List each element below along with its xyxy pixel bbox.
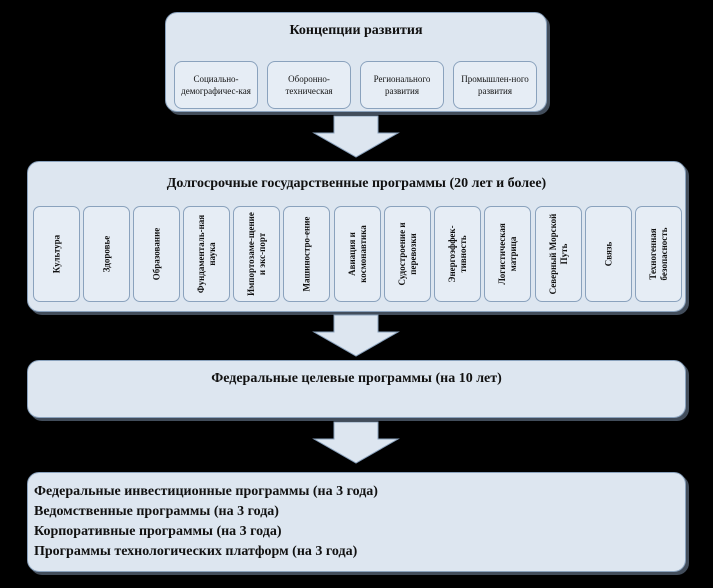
program-health: Здоровье [83,206,130,302]
concepts-title: Концепции развития [289,23,423,38]
federal-target-title: Федеральные целевые программы (на 10 лет… [211,371,502,386]
concept-defense: Оборонно-техническая [267,61,351,109]
longterm-title: Долгосрочные государственные программы (… [166,176,547,191]
program-culture: Культура [33,206,80,302]
list-item-federal-investment: Федеральные инвестиционные программы (на… [34,484,378,499]
list-item-tech-platforms: Программы технологических платформ (на 3… [34,544,358,559]
concepts-panel: Концепции развития Социально-демографиче… [165,12,547,112]
federal-target-panel: Федеральные целевые программы (на 10 лет… [27,360,686,418]
program-technogenic-safety: Техногенная безопасность [635,206,682,302]
program-fundamental-science: Фундаменталь-ная наука [183,206,230,302]
short-term-panel [27,472,686,572]
program-shipbuilding: Судостроение и перевозки [384,206,431,302]
concept-social: Социально-демографичес-кая [174,61,258,109]
list-item-departmental: Ведомственные программы (на 3 года) [34,504,279,519]
program-energy-efficiency: Энергоэффек-тивность [434,206,481,302]
list-item-corporate: Корпоративные программы (на 3 года) [34,524,282,539]
program-communications: Связь [585,206,632,302]
down-arrow-2 [312,314,400,357]
program-import-substitution: Импортозаме-щение и экс-порт [233,206,280,302]
down-arrow-1 [312,115,400,158]
program-aviation-space: Авиация и космонавтика [334,206,381,302]
concept-industrial: Промышлен-ного развития [453,61,537,109]
concept-regional: Регионального развития [360,61,444,109]
program-logistics-matrix: Логистическая матрица [484,206,531,302]
program-northern-sea-route: Северный Морской Путь [535,206,582,302]
program-machine-building: Машиностро-ение [283,206,330,302]
program-education: Образование [133,206,180,302]
down-arrow-3 [312,421,400,464]
